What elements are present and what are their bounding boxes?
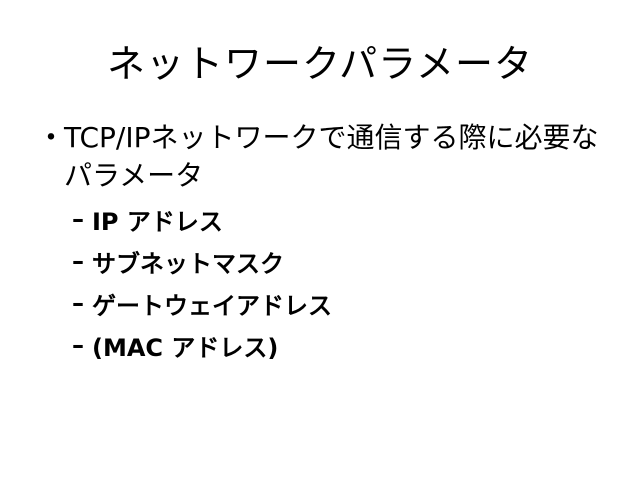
sub-bullet-text: サブネットマスク xyxy=(92,249,284,278)
sub-bullet-text: IP アドレス xyxy=(92,207,223,236)
sub-bullet-item: – サブネットマスク xyxy=(72,240,612,282)
bullet-text: TCP/IPネットワークで通信する際に必要なパラメータ xyxy=(64,121,599,192)
sub-bullet-text: ゲートウェイアドレス xyxy=(92,291,332,320)
main-bullet: ・ TCP/IPネットワークで通信する際に必要なパラメータ xyxy=(36,119,626,195)
sub-bullet-dash: – xyxy=(72,247,84,275)
sub-bullet-text: (MAC アドレス) xyxy=(92,333,279,362)
sub-bullet-item: – IP アドレス xyxy=(72,198,612,240)
sub-bullet-item: – (MAC アドレス) xyxy=(72,324,612,366)
sub-bullet-dash: – xyxy=(72,205,84,233)
sub-bullet-dash: – xyxy=(72,289,84,317)
sub-bullet-dash: – xyxy=(72,331,84,359)
bullet-row: ・ TCP/IPネットワークで通信する際に必要なパラメータ xyxy=(36,119,626,195)
bullet-mark: ・ xyxy=(36,121,66,156)
sub-bullet-list: – IP アドレス – サブネットマスク – ゲートウェイアドレス – (MAC… xyxy=(72,198,612,366)
slide-title: ネットワークパラメータ xyxy=(107,42,533,86)
sub-bullet-item: – ゲートウェイアドレス xyxy=(72,282,612,324)
